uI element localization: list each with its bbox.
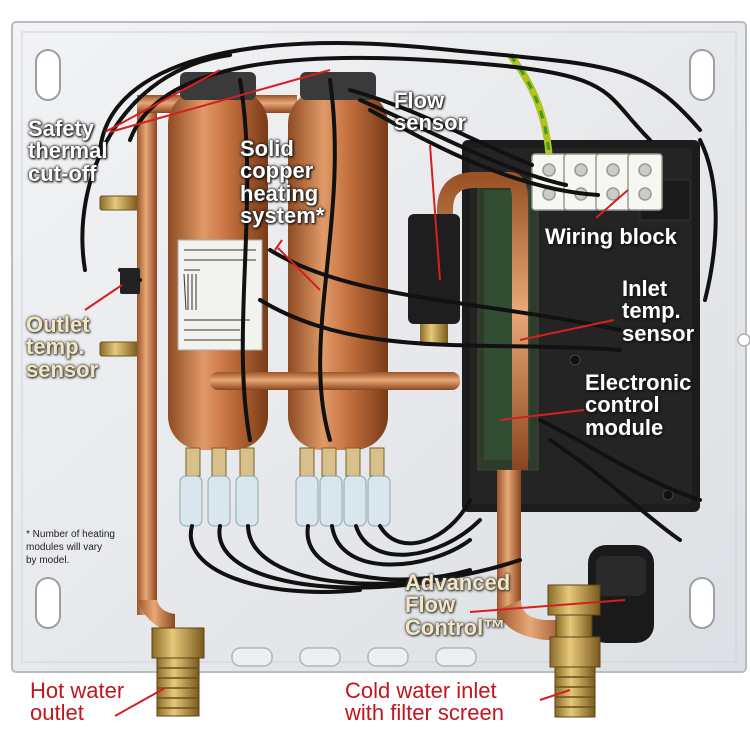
panel-bottom-ribs	[231, 647, 477, 667]
label-heating-system: Solid copper heating system*	[240, 136, 325, 229]
label-electronic-control-module: Electronic control module	[585, 370, 692, 440]
label-wiring-block: Wiring block	[545, 224, 677, 249]
hot-outlet-fitting	[151, 627, 205, 717]
flow-control-unit	[588, 545, 654, 643]
mounting-slot	[35, 49, 715, 629]
sensor-plug	[120, 268, 140, 294]
label-safety-thermal-cutoff: Safety thermal cut-off	[28, 116, 108, 186]
heating-cylinder-left	[168, 72, 268, 450]
footnote-heating-modules: * Number of heating modules will vary by…	[26, 529, 115, 566]
label-outlet-temp-sensor: Outlet temp. sensor	[26, 312, 99, 382]
cross-pipe	[210, 372, 460, 390]
label-inlet-temp-sensor: Inlet temp. sensor	[622, 276, 695, 346]
wire-connectors	[179, 475, 391, 527]
inlet-pipe	[497, 470, 570, 640]
wiring-harness	[80, 41, 718, 594]
mounting-studs	[99, 195, 139, 357]
label-advanced-flow-control: Advanced Flow Control™	[405, 570, 511, 640]
heating-cylinder-right	[288, 72, 388, 450]
label-flow-sensor: Flow sensor	[394, 88, 467, 136]
label-cold-water-inlet: Cold water inlet with filter screen	[345, 678, 504, 726]
pointer-lines	[84, 69, 629, 717]
outlet-pipe	[137, 95, 297, 632]
element-terminals	[185, 447, 385, 477]
label-hot-water-outlet: Hot water outlet	[30, 678, 125, 726]
cold-inlet-fitting	[547, 584, 601, 718]
